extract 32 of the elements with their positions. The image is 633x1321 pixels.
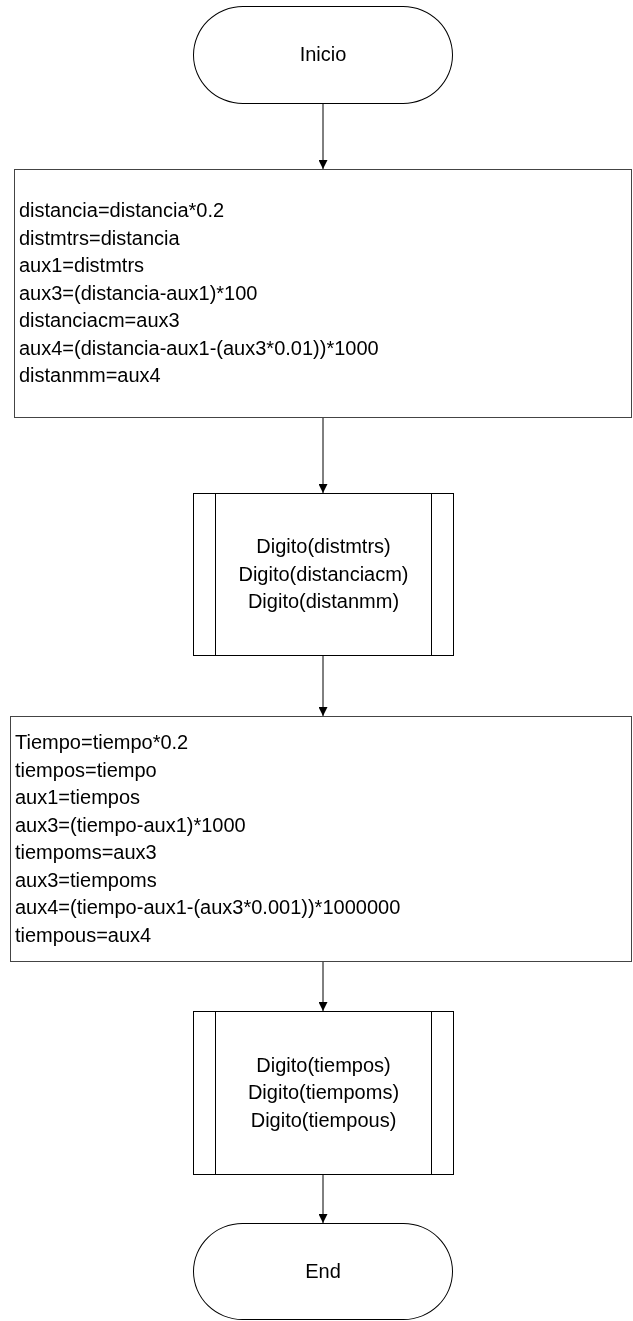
subroutine-box xyxy=(193,1011,454,1175)
code-line: tiempos=tiempo xyxy=(15,757,158,783)
code-line: distanciacm=aux3 xyxy=(19,308,181,334)
code-line: Digito(tiempos) xyxy=(256,1052,391,1078)
code-line: aux1=distmtrs xyxy=(19,253,146,279)
code-line: Tiempo=tiempo*0.2 xyxy=(15,730,190,755)
code-line: Digito(distmtrs) xyxy=(256,534,391,560)
arrow xyxy=(318,417,328,494)
code-line: Digito(tiempoms) xyxy=(247,1080,400,1106)
arrow xyxy=(318,1174,328,1224)
code-line: Digito(distanmm) xyxy=(247,589,400,615)
code-line: Inicio xyxy=(299,42,347,68)
code-line: Digito(tiempous) xyxy=(250,1107,397,1133)
subroutine-box xyxy=(193,493,454,656)
arrow xyxy=(318,655,328,717)
code-line: aux4=(distancia-aux1-(aux3*0.01))*1000 xyxy=(19,335,380,361)
code-line: aux4=(tiempo-aux1-(aux3*0.001))*1000000 xyxy=(15,895,402,920)
code-line: distmtrs=distancia xyxy=(19,225,181,251)
code-line: aux1=tiempos xyxy=(15,785,142,810)
code-line: aux3=(distancia-aux1)*100 xyxy=(19,280,259,306)
process-box xyxy=(10,716,632,962)
arrow xyxy=(318,103,328,170)
code-line: aux3=tiempoms xyxy=(15,867,158,893)
process-box xyxy=(14,169,632,418)
code-line: tiempous=aux4 xyxy=(15,922,153,948)
code-line: distanmm=aux4 xyxy=(19,363,162,389)
code-line: End xyxy=(305,1258,341,1284)
code-line: distancia=distancia*0.2 xyxy=(19,198,226,224)
code-line: tiempoms=aux3 xyxy=(15,840,158,865)
code-line: aux3=(tiempo-aux1)*1000 xyxy=(15,812,247,838)
arrow xyxy=(318,961,328,1012)
code-line: Digito(distanciacm) xyxy=(238,561,409,587)
